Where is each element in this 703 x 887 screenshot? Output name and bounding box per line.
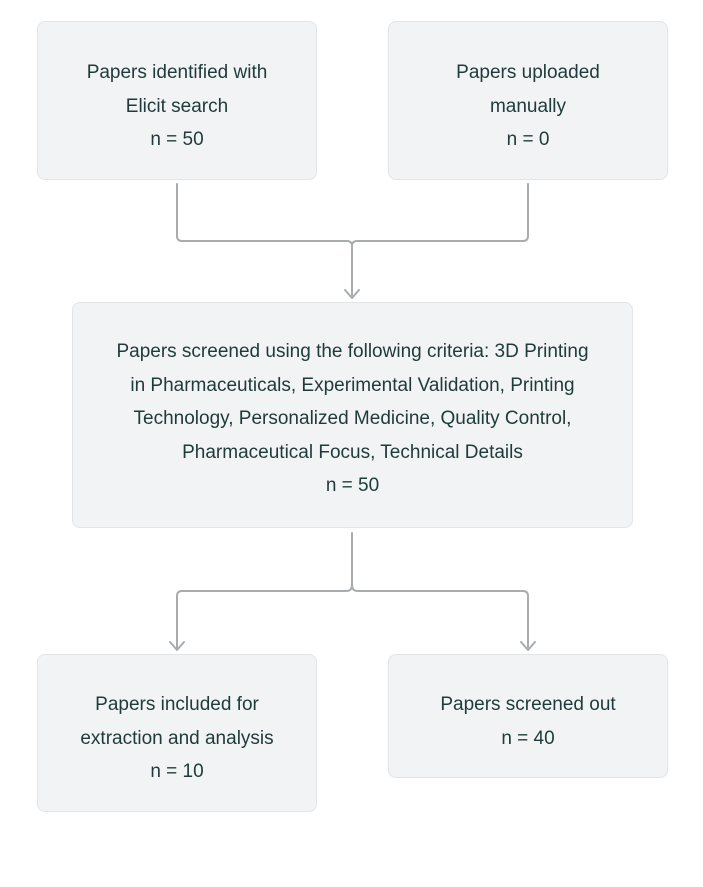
- screened-label-line-2: in Pharmaceuticals, Experimental Validat…: [130, 374, 575, 396]
- uploaded-box: Papers uploaded manually n = 0: [388, 21, 668, 180]
- included-label-line-2: extraction and analysis: [80, 727, 274, 749]
- screened-label-line-1: Papers screened using the following crit…: [116, 341, 589, 362]
- connector-screened-to-excluded: [351, 584, 529, 650]
- connector-uploaded-to-screened: [351, 183, 529, 298]
- included-count: n = 10: [150, 761, 204, 782]
- excluded-label-line-1: Papers screened out: [440, 694, 616, 715]
- screened-label-line-3: Technology, Personalized Medicine, Quali…: [133, 408, 572, 429]
- screened-label-line-4: Pharmaceutical Focus, Technical Details: [182, 441, 523, 463]
- uploaded-count: n = 0: [506, 129, 550, 150]
- arrowhead-to-screened: [344, 289, 360, 299]
- screened-count: n = 50: [325, 475, 380, 496]
- identified-box: Papers identified with Elicit search n =…: [37, 21, 317, 180]
- connector-identified-to-screened: [176, 183, 353, 247]
- screened-box: Papers screened using the following crit…: [72, 302, 633, 528]
- excluded-count: n = 40: [501, 727, 555, 749]
- uploaded-label-line-2: manually: [489, 95, 567, 117]
- identified-label-line-2: Elicit search: [125, 95, 229, 117]
- included-box: Papers included for extraction and analy…: [37, 654, 317, 812]
- arrowhead-to-excluded: [520, 641, 536, 651]
- uploaded-label-line-1: Papers uploaded: [456, 62, 600, 83]
- identified-count: n = 50: [150, 129, 204, 150]
- identified-label-line-1: Papers identified with: [86, 62, 268, 83]
- excluded-box: Papers screened out n = 40: [388, 654, 668, 778]
- included-label-line-1: Papers included for: [95, 694, 259, 715]
- arrowhead-to-included: [169, 641, 185, 651]
- connector-screened-to-included: [176, 532, 353, 650]
